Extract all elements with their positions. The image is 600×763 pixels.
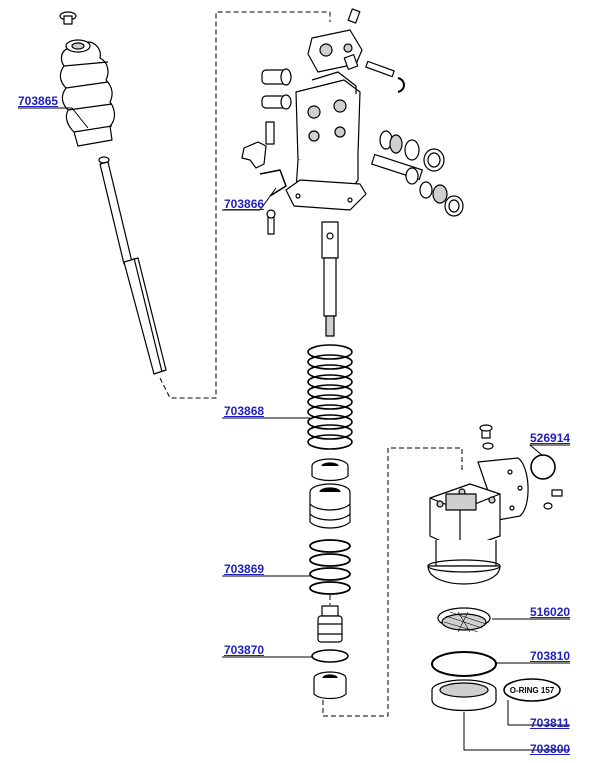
- piston-seal-stack: [309, 458, 351, 529]
- spring: [307, 344, 353, 450]
- part-label-703800[interactable]: 703800: [530, 742, 571, 756]
- piston-rod: [321, 221, 339, 337]
- pump-head-assembly: [241, 8, 405, 235]
- o-ring-tag-text: O-RING 157: [510, 686, 555, 695]
- part-label-703870[interactable]: 703870: [224, 643, 265, 657]
- part-label-703865[interactable]: 703865: [18, 94, 59, 108]
- pump-housing: [427, 424, 563, 585]
- large-o-ring: [431, 651, 497, 677]
- leader-lines: [18, 107, 570, 751]
- lower-rod: [123, 257, 167, 375]
- part-label-703811[interactable]: 703811: [530, 716, 570, 730]
- base-ring: [431, 679, 497, 712]
- o-ring-tag: O-RING 157: [503, 678, 561, 702]
- o-ring-set: [309, 539, 351, 595]
- check-valve: [311, 605, 349, 700]
- part-label-703868[interactable]: 703868: [224, 404, 265, 418]
- filter-screen: [437, 607, 491, 633]
- right-valve-parts: [371, 130, 464, 217]
- part-label-703869[interactable]: 703869: [224, 562, 265, 576]
- part-label-703866[interactable]: 703866: [224, 197, 265, 211]
- mount-flange: [285, 179, 367, 211]
- part-label-516020[interactable]: 516020: [530, 605, 571, 619]
- part-label-526914[interactable]: 526914: [530, 431, 571, 445]
- valve-body: [295, 79, 361, 167]
- handle-rod-assembly: [59, 11, 167, 375]
- part-label-703810[interactable]: 703810: [530, 649, 571, 663]
- handle-rod: [99, 161, 133, 265]
